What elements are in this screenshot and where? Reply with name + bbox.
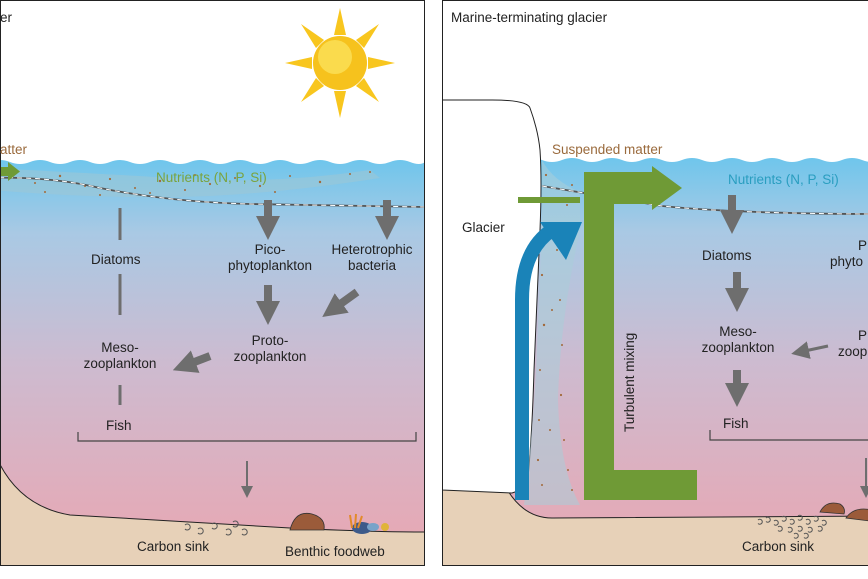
glacier-label: Glacier [462,220,505,235]
carbon-sink-label: Carbon sink [742,539,815,554]
mesozooplankton-label: Meso- zooplankton [701,324,775,355]
seabed [0,463,425,566]
right-panel: Marine-terminating glacier Glacier Suspe… [442,0,868,566]
nutrients-label: Nutrients (N, P, Si) [156,170,267,185]
water [0,160,425,566]
turbulent-mixing-label: Turbulent mixing [622,332,637,432]
turbulent-mixing-arrow [584,166,697,500]
carbon-sink-label: Carbon sink [137,539,210,554]
fish-label: Fish [106,418,132,433]
benthic-foodweb-label: Benthic foodweb [285,544,385,559]
mesozooplankton-label: Meso- zooplankton [83,340,157,371]
left-panel-title: er [0,10,13,25]
protozooplankton-partial-label: P zoop [838,328,868,359]
suspended-matter-label: atter [0,142,28,157]
carbon-sink-shells [184,520,248,536]
fish-label: Fish [723,416,749,431]
suspended-particles [8,171,371,196]
suspended-particles [536,173,573,491]
sun-icon [285,8,395,118]
picophytoplankton-label: Pico- phytoplankton [227,242,313,273]
upwelling-arrow [515,224,557,500]
arrow-icon [540,222,582,260]
protozooplankton-label: Proto- zooplankton [233,333,307,364]
right-panel-illustration [442,0,868,566]
suspended-matter-label: Suspended matter [552,142,663,157]
benthic-organisms [819,502,868,522]
picophytoplankton-partial-label: P phyto [830,238,868,269]
carbon-sink-shells [757,514,827,539]
right-panel-title: Marine-terminating glacier [451,10,608,25]
diatoms-label: Diatoms [702,248,752,263]
left-panel-illustration [0,0,425,566]
left-panel: er atter Nutrients (N, P, Si) Diatoms Pi… [0,0,425,566]
nutrients-label: Nutrients (N, P, Si) [728,172,839,187]
diatoms-label: Diatoms [91,252,141,267]
heterotrophic-bacteria-label: Heterotrophic bacteria [331,242,413,273]
suspended-matter-plume [0,168,380,198]
green-arrow [0,167,8,176]
benthic-organisms [289,512,389,534]
